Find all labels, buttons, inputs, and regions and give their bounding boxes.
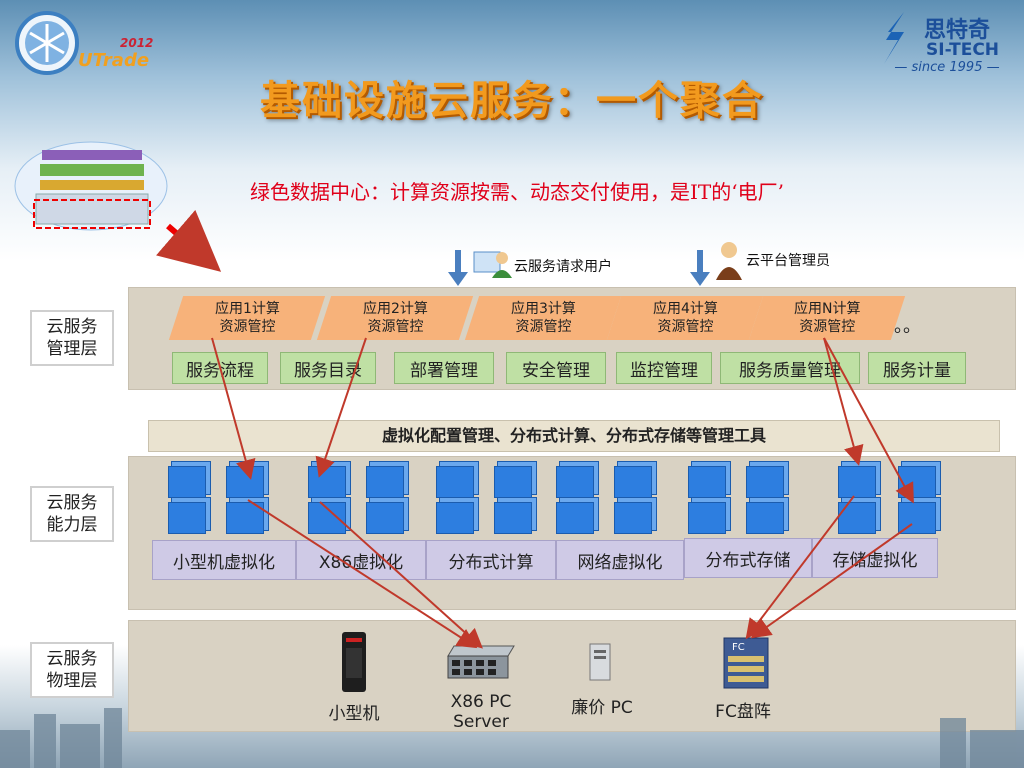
logo-en: SI-TECH bbox=[926, 40, 1000, 60]
service-process: 服务流程 bbox=[172, 352, 268, 384]
physical-layer-label: 云服务 物理层 bbox=[30, 642, 114, 698]
cube-icon bbox=[688, 466, 726, 498]
logo-name: UTrade bbox=[78, 50, 150, 71]
app-label: 应用2计算 资源管控 bbox=[362, 301, 428, 335]
minicomputer-label: 小型机 bbox=[328, 704, 380, 724]
app-label: 应用1计算 资源管控 bbox=[214, 301, 280, 335]
x86-server-label: X86 PC Server bbox=[450, 692, 512, 732]
cube-icon bbox=[308, 502, 346, 534]
utrade-logo: 2012 UTrade bbox=[12, 8, 154, 80]
app-3-control: 应用3计算 资源管控 bbox=[464, 296, 622, 340]
cube-icon bbox=[838, 502, 876, 534]
cube-icon bbox=[838, 466, 876, 498]
cube-icon bbox=[898, 502, 936, 534]
cube-icon bbox=[168, 502, 206, 534]
cube-icon bbox=[436, 466, 474, 498]
minicomputer-icon bbox=[342, 632, 366, 692]
cube-icon bbox=[688, 502, 726, 534]
app-2-control: 应用2计算 资源管控 bbox=[316, 296, 474, 340]
page-title: 基础设施云服务：一个聚合 bbox=[260, 78, 764, 124]
app-4-control: 应用4计算 资源管控 bbox=[606, 296, 764, 340]
service-catalog: 服务目录 bbox=[280, 352, 376, 384]
svg-text:FC: FC bbox=[732, 642, 745, 653]
distributed-computing: 分布式计算 bbox=[426, 540, 556, 580]
storage-virtualization: 存储虚拟化 bbox=[812, 538, 938, 578]
x86-virtualization: X86虚拟化 bbox=[296, 540, 426, 580]
cube-icon bbox=[226, 502, 264, 534]
si-tech-logo: 思特奇 SI-TECH — since 1995 — bbox=[870, 6, 1020, 76]
x86-server-icon bbox=[447, 645, 515, 679]
cube-icon bbox=[556, 502, 594, 534]
management-tools-bar: 虚拟化配置管理、分布式计算、分布式存储等管理工具 bbox=[148, 420, 1000, 452]
qos-management: 服务质量管理 bbox=[720, 352, 860, 384]
app-1-control: 应用1计算 资源管控 bbox=[168, 296, 326, 340]
capability-layer-label: 云服务 能力层 bbox=[30, 486, 114, 542]
app-label: 应用N计算 资源管控 bbox=[793, 301, 861, 335]
cube-icon bbox=[746, 502, 784, 534]
down-arrow-icon bbox=[448, 250, 468, 286]
cube-icon bbox=[494, 502, 532, 534]
cheap-pc-label: 廉价 PC bbox=[571, 698, 633, 718]
cube-icon bbox=[898, 466, 936, 498]
request-user-label: 云服务请求用户 bbox=[514, 259, 612, 275]
service-metering: 服务计量 bbox=[868, 352, 966, 384]
monitor-management: 监控管理 bbox=[616, 352, 712, 384]
cube-icon bbox=[436, 502, 474, 534]
cloud-architecture-thumbnail bbox=[12, 138, 170, 234]
management-layer-label: 云服务 管理层 bbox=[30, 310, 114, 366]
security-management: 安全管理 bbox=[506, 352, 606, 384]
city-skyline-decoration bbox=[0, 708, 1024, 768]
network-virtualization: 网络虚拟化 bbox=[556, 540, 684, 580]
fc-disk-array-label: FC盘阵 bbox=[715, 702, 771, 722]
app-label: 应用3计算 资源管控 bbox=[510, 301, 576, 335]
logo-since: — since 1995 — bbox=[894, 60, 1000, 75]
big-red-arrow bbox=[156, 209, 222, 272]
cube-icon bbox=[556, 466, 594, 498]
cube-icon bbox=[746, 466, 784, 498]
logo-cn: 思特奇 bbox=[924, 18, 991, 43]
cube-icon bbox=[366, 502, 404, 534]
logo-year: 2012 bbox=[120, 36, 154, 50]
si-tech-mark-icon bbox=[884, 12, 904, 64]
deploy-management: 部署管理 bbox=[394, 352, 494, 384]
down-arrow-icon bbox=[690, 250, 710, 286]
cube-icon bbox=[366, 466, 404, 498]
minicomputer-virtualization: 小型机虚拟化 bbox=[152, 540, 296, 580]
distributed-storage: 分布式存储 bbox=[684, 538, 812, 578]
cube-icon bbox=[226, 466, 264, 498]
admin-user-icon bbox=[716, 242, 742, 280]
fc-disk-array-icon: FC bbox=[723, 637, 769, 689]
cube-icon bbox=[494, 466, 532, 498]
subtitle: 绿色数据中心：计算资源按需、动态交付使用，是IT的‘电厂’ bbox=[250, 180, 784, 204]
app-n-control: 应用N计算 资源管控 bbox=[748, 296, 906, 340]
cube-icon bbox=[614, 502, 652, 534]
more-apps-ellipsis: 。。 bbox=[894, 316, 921, 337]
cube-icon bbox=[614, 466, 652, 498]
cube-icon bbox=[308, 466, 346, 498]
user-computer-icon bbox=[473, 251, 512, 278]
cheap-pc-icon bbox=[589, 643, 611, 681]
cube-icon bbox=[168, 466, 206, 498]
snowflake-icon bbox=[15, 11, 79, 75]
app-label: 应用4计算 资源管控 bbox=[652, 301, 718, 335]
admin-label: 云平台管理员 bbox=[746, 253, 830, 269]
